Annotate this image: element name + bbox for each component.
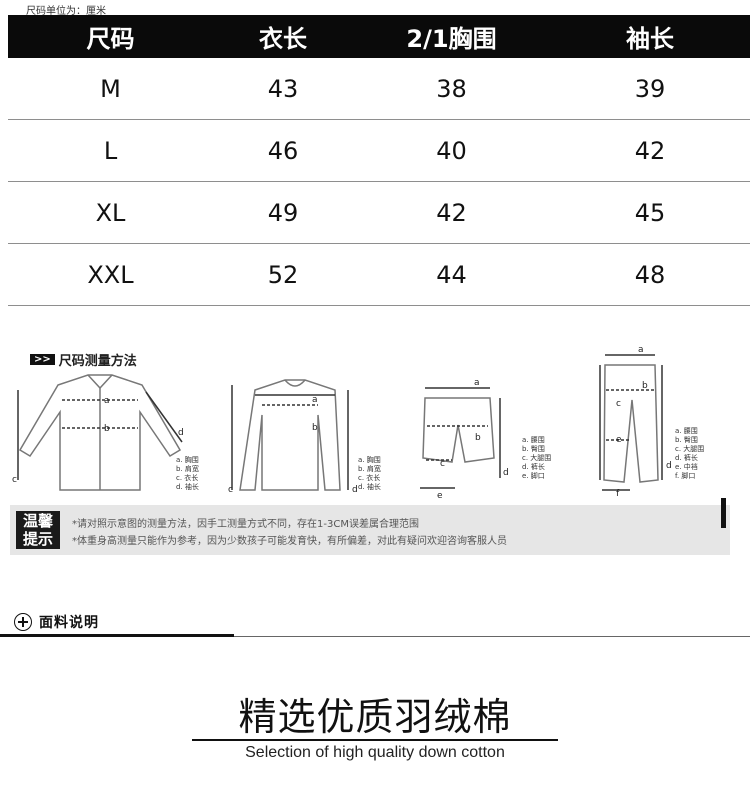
svg-text:a: a (312, 395, 318, 405)
svg-text:b: b (475, 433, 481, 443)
tips-badge-line1: 温馨 (22, 512, 53, 530)
fabric-label: 面料说明 (39, 615, 99, 631)
svg-text:c: c (228, 485, 233, 495)
cell-size: XXL (87, 260, 134, 289)
table-row: M 43 38 39 (8, 58, 750, 120)
headline: 精选优质羽绒棉 (238, 695, 512, 739)
table-row: XXL 52 44 48 (8, 244, 750, 306)
shirt-legend-a: a. 胸围 (176, 455, 199, 464)
shorts-legend-a: a. 腰围 (522, 436, 545, 444)
cell-chest: 38 (436, 74, 467, 103)
cell-sleeve: 42 (634, 136, 666, 165)
shirt-diagram (17, 374, 183, 491)
plus-circle-icon (14, 613, 32, 631)
fabric-section-header: 面料说明 (14, 612, 99, 632)
tips-line-1: *请对照示意图的测量方法，因手工测量方式不同，存在1-3CM误差属合理范围 (72, 519, 419, 530)
svg-text:b: b (642, 381, 648, 391)
arrow-tag: >> (30, 354, 55, 365)
diagram-letter-labels: a b c d a b c d a b c d e a b c d e f (12, 345, 672, 501)
sweater-legend-d: d. 袖长 (358, 482, 381, 491)
header-length: 衣长 (259, 25, 307, 53)
svg-text:d: d (666, 461, 672, 471)
header-size: 尺码 (86, 25, 135, 53)
cell-sleeve: 39 (634, 74, 666, 103)
headline-rule (192, 739, 558, 741)
header-chest: 2/1胸围 (406, 25, 497, 53)
tips-line-2: *体重身高测量只能作为参考，因为少数孩子可能发育快，有所偏差，对此有疑问欢迎咨询… (72, 536, 507, 547)
pants-diagram (599, 354, 663, 491)
measurement-guide: >> 尺码测量方法 (0, 330, 750, 565)
cell-size: M (100, 74, 121, 103)
svg-text:e: e (437, 491, 443, 501)
garment-diagrams: a b c d a b c d a b c d e a b c d e f a. 胸围 b. 肩宽 c. 衣长… (12, 345, 704, 501)
pants-legend-e: e. 中裆 (675, 462, 698, 471)
shirt-legend-b: b. 肩宽 (176, 464, 199, 473)
shorts-diagram (420, 387, 501, 489)
tips-badge: 温馨 提示 (16, 511, 60, 549)
unit-note: 尺码单位为：厘米 (26, 6, 106, 17)
cell-sleeve: 45 (634, 198, 666, 227)
cell-size: L (103, 136, 118, 165)
header-sleeve: 袖长 (626, 25, 674, 53)
svg-text:a: a (474, 378, 480, 388)
svg-text:c: c (440, 459, 445, 469)
subline: Selection of high quality down cotton (245, 744, 505, 761)
svg-text:c: c (616, 399, 621, 409)
shirt-legend-c: c. 衣长 (176, 473, 198, 482)
tips-panel: 温馨 提示 *请对照示意图的测量方法，因手工测量方式不同，存在1-3CM误差属合… (10, 498, 730, 555)
svg-text:b: b (312, 423, 318, 433)
shorts-legend-e: e. 脚口 (522, 471, 545, 480)
svg-text:c: c (12, 475, 17, 485)
svg-text:d: d (503, 468, 509, 478)
cell-length: 52 (267, 260, 299, 289)
shorts-legend-d: d. 裤长 (522, 462, 545, 471)
pants-legend-f: f. 脚口 (675, 471, 695, 480)
tips-accent-bar (721, 498, 726, 528)
svg-text:d: d (352, 485, 358, 495)
shirt-legend-d: d. 袖长 (176, 482, 199, 491)
table-row: XL 49 42 45 (8, 182, 750, 244)
svg-text:e: e (616, 435, 622, 445)
measure-title: >> 尺码测量方法 (30, 350, 137, 369)
pants-legend-c: c. 大腿围 (675, 444, 704, 453)
svg-text:d: d (178, 428, 184, 438)
sweater-diagram (231, 379, 349, 491)
shorts-legend-b: b. 臀围 (522, 445, 545, 453)
sweater-legend-a: a. 胸围 (358, 455, 381, 464)
pants-legend-b: b. 臀围 (675, 436, 698, 444)
cell-length: 46 (267, 136, 299, 165)
shorts-legend-c: c. 大腿围 (522, 453, 551, 462)
sweater-legend-c: c. 衣长 (358, 473, 380, 482)
sweater-legend-b: b. 肩宽 (358, 464, 381, 473)
tips-badge-line2: 提示 (22, 530, 53, 548)
cell-length: 43 (267, 74, 299, 103)
table-header: 尺码 衣长 2/1胸围 袖长 (8, 15, 750, 58)
size-table: 尺码 衣长 2/1胸围 袖长 M 43 38 39 L 46 40 42 XL … (8, 15, 750, 306)
cell-size: XL (95, 198, 126, 227)
cell-chest: 42 (436, 198, 467, 227)
cell-length: 49 (267, 198, 299, 227)
divider-thick (0, 634, 234, 637)
svg-text:a: a (638, 345, 644, 355)
divider-thin (234, 636, 750, 637)
pants-legend-a: a. 腰围 (675, 427, 698, 435)
svg-text:b: b (104, 424, 110, 434)
pants-legend-d: d. 裤长 (675, 453, 698, 462)
svg-text:f: f (616, 489, 620, 499)
cell-sleeve: 48 (634, 260, 666, 289)
measure-title-text: 尺码测量方法 (58, 354, 137, 369)
cell-chest: 44 (436, 260, 467, 289)
svg-text:a: a (104, 396, 110, 406)
cell-chest: 40 (436, 136, 467, 165)
table-row: L 46 40 42 (8, 120, 750, 182)
